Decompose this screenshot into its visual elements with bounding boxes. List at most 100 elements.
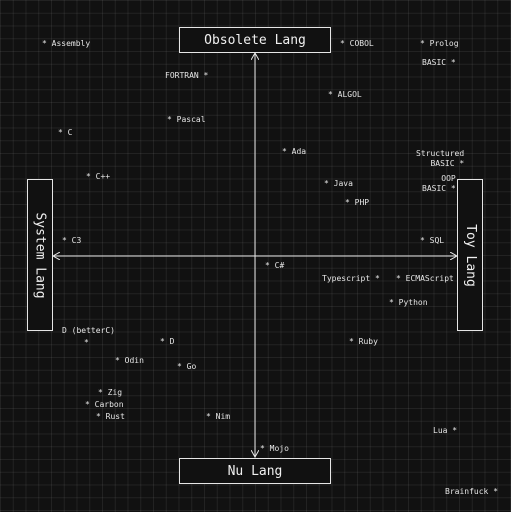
lang-label: C3 — [71, 236, 82, 245]
lang-label: Nim — [215, 412, 231, 421]
star-icon: * — [450, 58, 456, 67]
lang-ada: * Ada — [282, 147, 306, 157]
lang-label: C++ — [95, 172, 111, 181]
lang-nim: * Nim — [206, 412, 230, 422]
lang-label: Odin — [124, 356, 144, 365]
lang-label: COBOL — [349, 39, 374, 48]
lang-label: SQL — [429, 236, 445, 245]
lang-label: Pascal — [176, 115, 206, 124]
lang-label: Typescript — [322, 274, 371, 283]
lang-c: * C# — [265, 261, 284, 271]
label-nu-lang-text: Nu Lang — [227, 463, 283, 479]
lang-label: ECMAScript — [405, 274, 454, 283]
star-icon: * — [450, 184, 456, 193]
lang-label: D — [169, 337, 175, 346]
star-icon: * — [203, 71, 209, 80]
star-icon: * — [86, 172, 91, 181]
lang-label: Zig — [107, 388, 123, 397]
lang-d-betterc: D (betterC) * — [62, 326, 115, 348]
star-icon: * — [98, 388, 103, 397]
label-toy-lang: Toy Lang — [457, 179, 483, 331]
lang-java: * Java — [324, 179, 353, 189]
star-icon: * — [420, 236, 425, 245]
star-icon: * — [345, 198, 350, 207]
lang-label: Mojo — [269, 444, 289, 453]
lang-ecmascript: * ECMAScript — [396, 274, 454, 284]
lang-label: PHP — [354, 198, 370, 207]
star-icon: * — [177, 362, 182, 371]
label-system-lang: System Lang — [27, 179, 53, 331]
lang-cobol: * COBOL — [340, 39, 374, 49]
lang-php: * PHP — [345, 198, 369, 208]
lang-d: * D — [160, 337, 174, 347]
star-icon: * — [58, 128, 63, 137]
star-icon: * — [62, 236, 67, 245]
lang-label: Carbon — [94, 400, 124, 409]
lang-go: * Go — [177, 362, 196, 372]
star-icon: * — [84, 338, 89, 347]
lang-c: * C — [58, 128, 72, 138]
lang-prolog: * Prolog — [420, 39, 459, 49]
lang-python: * Python — [389, 298, 428, 308]
lang-assembly: * Assembly — [42, 39, 90, 49]
lang-pascal: * Pascal — [167, 115, 206, 125]
star-icon: * — [265, 261, 270, 270]
lang-c3: * C3 — [62, 236, 81, 246]
label-obsolete-lang: Obsolete Lang — [179, 27, 331, 53]
star-icon: * — [459, 159, 465, 168]
lang-label: C — [67, 128, 73, 137]
lang-label: Ruby — [358, 337, 378, 346]
star-icon: * — [396, 274, 401, 283]
lang-lua: Lua * — [433, 426, 457, 436]
label-system-lang-text: System Lang — [32, 211, 48, 299]
star-icon: * — [167, 115, 172, 124]
lang-label: Java — [333, 179, 353, 188]
lang-label: Prolog — [429, 39, 459, 48]
star-icon: * — [452, 426, 458, 435]
star-icon: * — [349, 337, 354, 346]
star-icon: * — [493, 487, 499, 496]
lang-label: Lua — [433, 426, 448, 435]
lang-algol: * ALGOL — [328, 90, 362, 100]
lang-label: Brainfuck — [445, 487, 489, 496]
lang-label: C# — [274, 261, 285, 270]
lang-basic: BASIC * — [422, 58, 456, 68]
star-icon: * — [115, 356, 120, 365]
star-icon: * — [160, 337, 165, 346]
star-icon: * — [260, 444, 265, 453]
star-icon: * — [340, 39, 345, 48]
lang-label: FORTRAN — [165, 71, 199, 80]
lang-fortran: FORTRAN * — [165, 71, 208, 81]
lang-odin: * Odin — [115, 356, 144, 366]
lang-rust: * Rust — [96, 412, 125, 422]
label-toy-lang-text: Toy Lang — [462, 223, 478, 287]
lang-ruby: * Ruby — [349, 337, 378, 347]
star-icon: * — [206, 412, 211, 421]
star-icon: * — [42, 39, 47, 48]
label-obsolete-lang-text: Obsolete Lang — [204, 32, 306, 48]
lang-sql: * SQL — [420, 236, 444, 246]
lang-label: D (betterC) — [62, 326, 115, 335]
lang-c: * C++ — [86, 172, 110, 182]
label-nu-lang: Nu Lang — [179, 458, 331, 484]
lang-mojo: * Mojo — [260, 444, 289, 454]
lang-zig: * Zig — [98, 388, 122, 398]
lang-label: BASIC — [422, 58, 447, 67]
lang-brainfuck: Brainfuck * — [445, 487, 498, 497]
star-icon: * — [85, 400, 90, 409]
star-icon: * — [420, 39, 425, 48]
lang-label: Python — [398, 298, 428, 307]
star-icon: * — [375, 274, 380, 283]
star-icon: * — [96, 412, 101, 421]
lang-label: Ada — [291, 147, 307, 156]
star-icon: * — [324, 179, 329, 188]
star-icon: * — [282, 147, 287, 156]
lang-label: ALGOL — [337, 90, 362, 99]
star-icon: * — [328, 90, 333, 99]
